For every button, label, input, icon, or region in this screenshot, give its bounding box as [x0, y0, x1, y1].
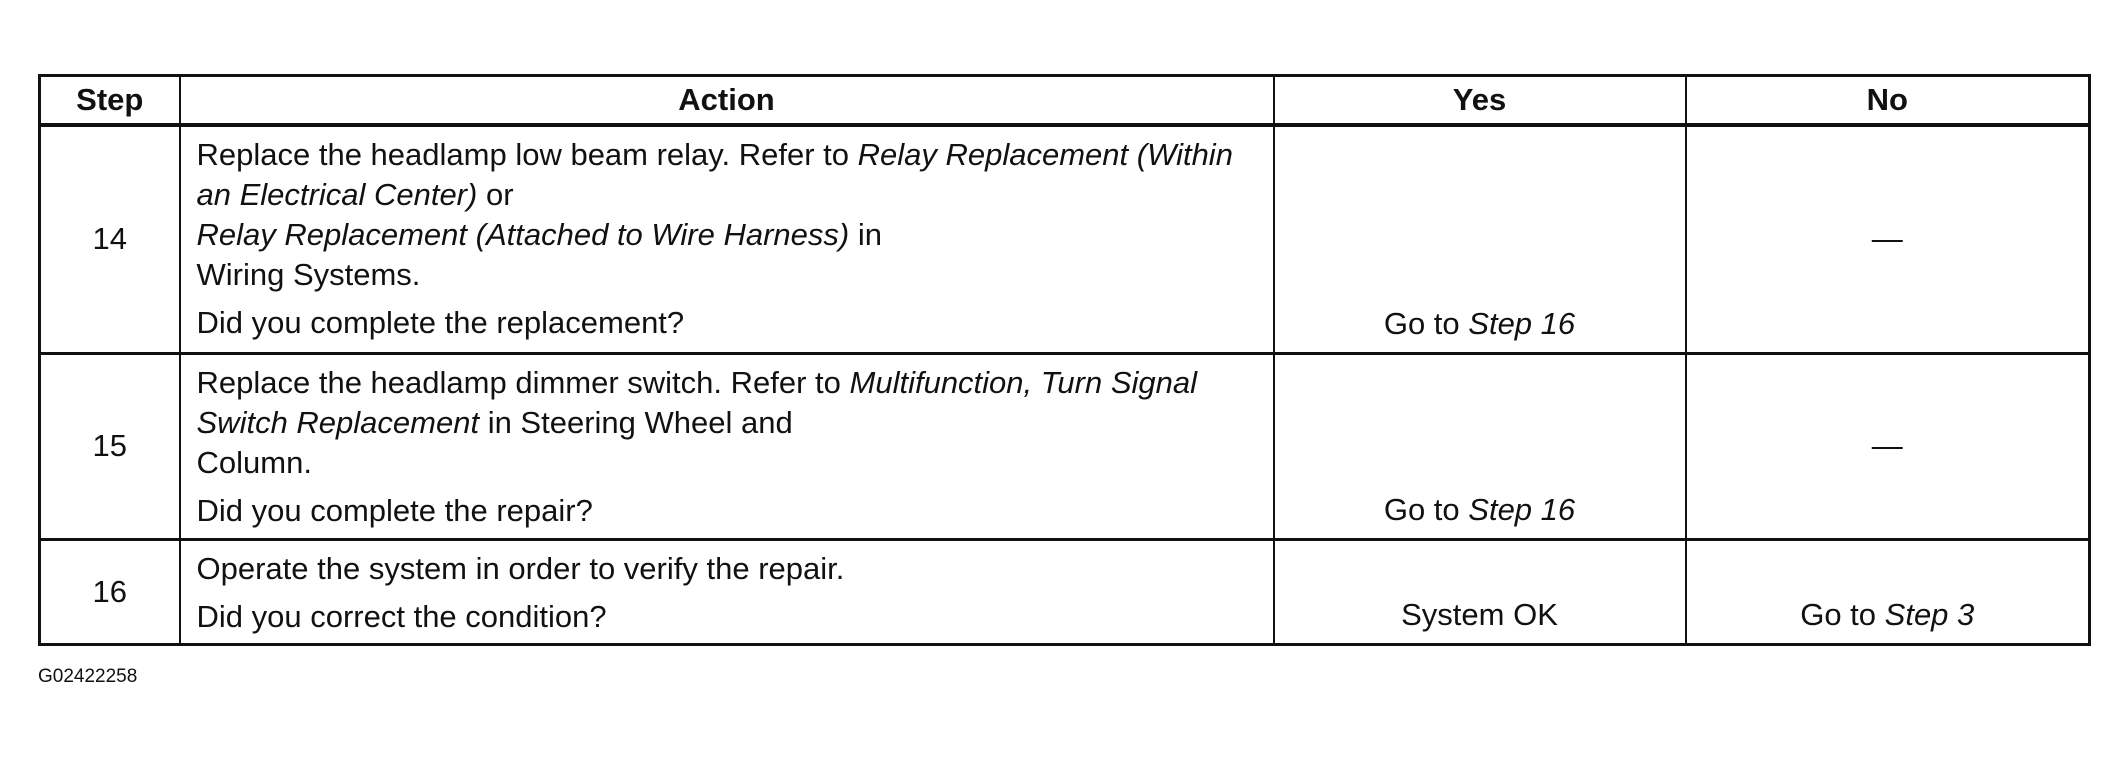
reference-link: Relay Replacement (Attached to Wire Harn… [196, 217, 850, 252]
no-cell: — [1684, 125, 2091, 355]
action-cell: Replace the headlamp dimmer switch. Refe… [178, 353, 1275, 541]
action-question: Did you complete the replacement? [196, 305, 685, 340]
table-header-row: Step Action Yes No [38, 75, 2091, 127]
action-text-part: in Steering Wheel and [479, 404, 793, 440]
step-reference: Step 3 [1884, 596, 1975, 632]
action-text: Replace the headlamp low beam relay. Ref… [197, 135, 1267, 295]
yes-cell: Go to Step 16 [1272, 125, 1687, 355]
action-question: Did you correct the condition? [196, 598, 607, 634]
step-number: 16 [38, 539, 181, 646]
action-text-part: in [849, 217, 882, 252]
header-step: Step [38, 75, 181, 127]
action-text-part: Column. [196, 444, 312, 480]
figure-id-caption: G02422258 [38, 666, 138, 687]
action-text-part: Replace the headlamp low beam relay. Ref… [196, 137, 858, 172]
action-question: Did you complete the repair? [196, 492, 593, 528]
action-text-part: Wiring Systems. [196, 257, 421, 292]
diagnostic-table-container: Step Action Yes No 14 Replace the headla… [38, 74, 2091, 646]
action-cell: Replace the headlamp low beam relay. Ref… [178, 125, 1275, 355]
table-row: 15 Replace the headlamp dimmer switch. R… [38, 353, 2091, 541]
diagnostic-table: Step Action Yes No 14 Replace the headla… [38, 74, 2091, 646]
step-number: 15 [38, 353, 181, 541]
no-cell: — [1684, 353, 2091, 541]
table-row: 14 Replace the headlamp low beam relay. … [38, 125, 2091, 355]
header-no: No [1684, 75, 2091, 127]
yes-cell: Go to Step 16 [1272, 353, 1687, 541]
yes-prefix: Go to [1383, 305, 1469, 341]
step-reference: Step 16 [1468, 491, 1576, 527]
reference-link: Multifunction, Turn Signal Switch Replac… [196, 364, 1198, 440]
reference-link: Relay Replacement (Within an Electrical … [196, 137, 1233, 212]
step-number: 14 [38, 125, 181, 355]
no-cell: Go to Step 3 [1684, 539, 2091, 646]
header-yes: Yes [1272, 75, 1687, 127]
action-cell: Operate the system in order to verify th… [178, 539, 1275, 646]
yes-cell: System OK [1272, 539, 1687, 646]
header-action: Action [178, 75, 1275, 127]
no-prefix: Go to [1800, 596, 1885, 632]
action-text-part: or [477, 177, 514, 212]
step-reference: Step 16 [1468, 305, 1576, 341]
action-text: Replace the headlamp dimmer switch. Refe… [197, 363, 1267, 483]
action-text-part: Replace the headlamp dimmer switch. Refe… [196, 364, 850, 400]
table-row: 16 Operate the system in order to verify… [38, 539, 2091, 646]
action-text: Operate the system in order to verify th… [196, 550, 845, 586]
yes-prefix: Go to [1383, 491, 1469, 527]
